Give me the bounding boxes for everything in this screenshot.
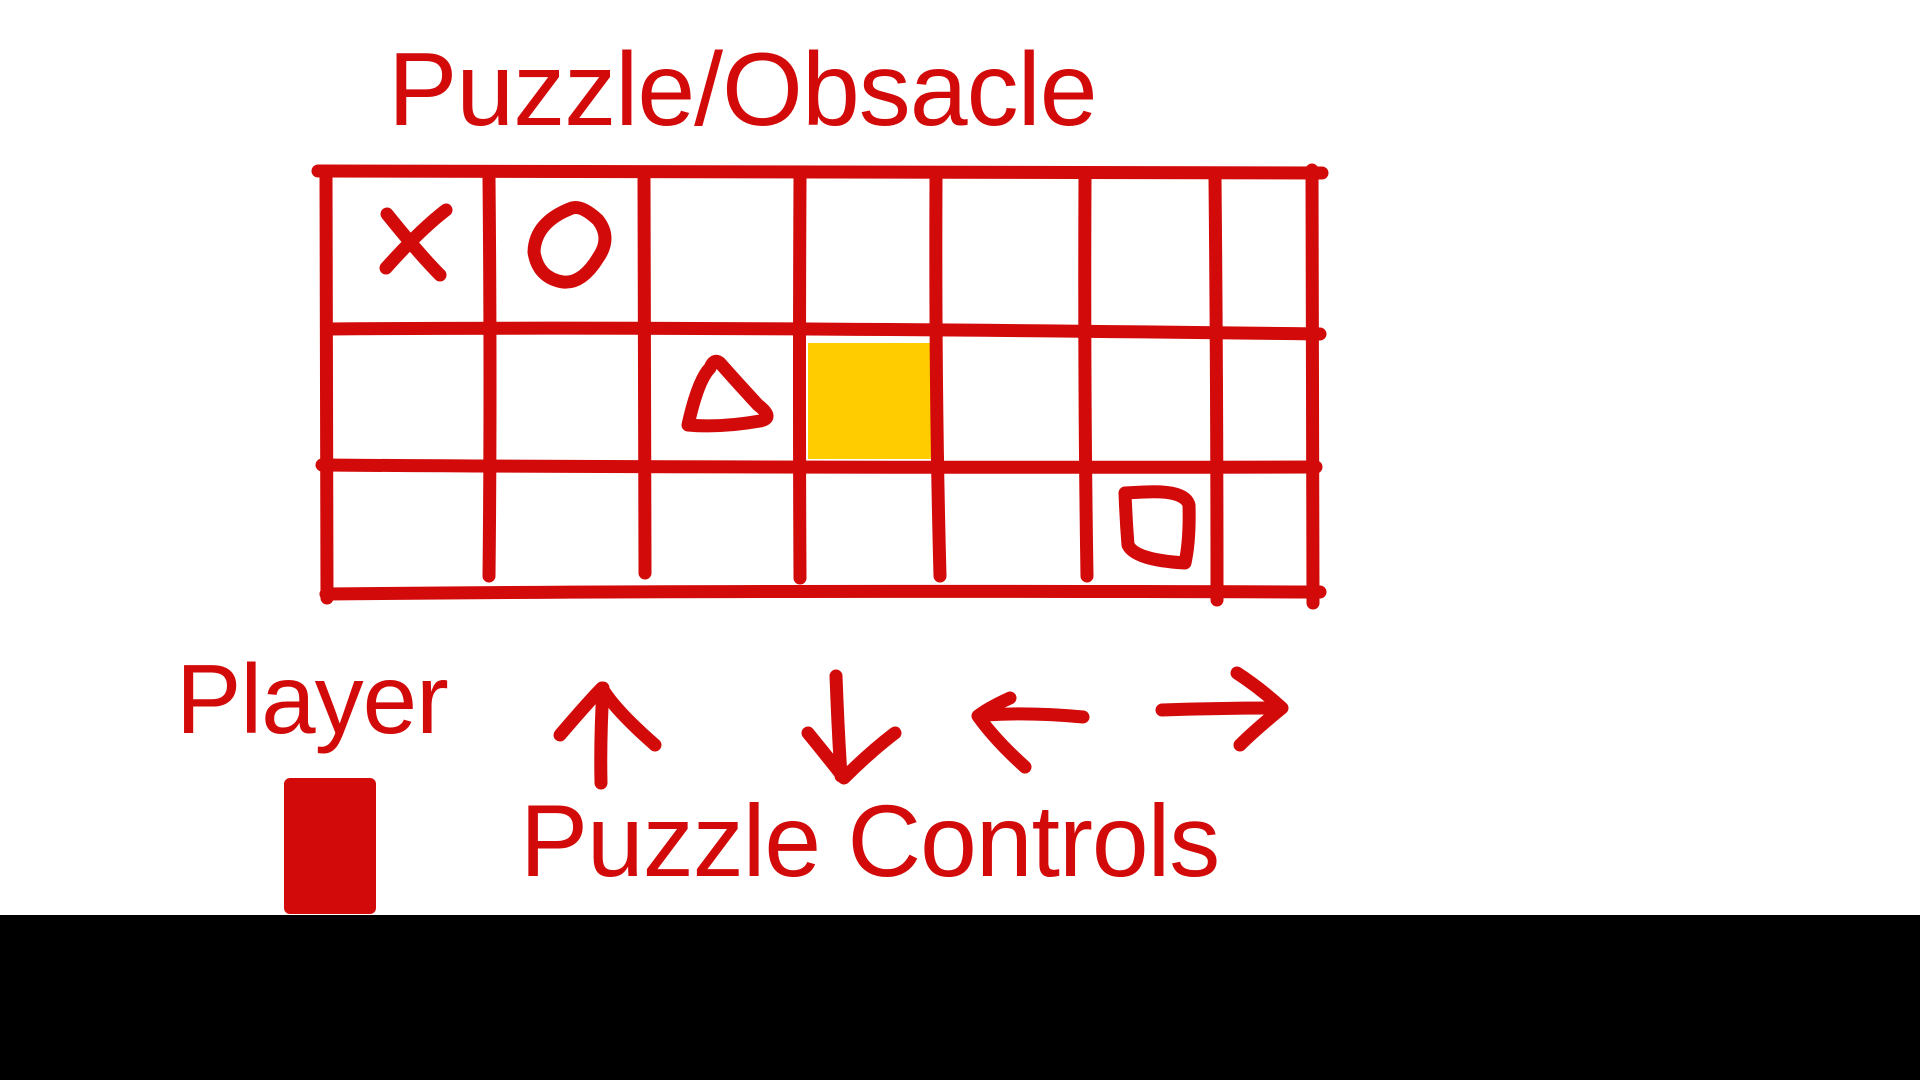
grid-line-h2 — [315, 458, 1323, 474]
puzzle-grid — [311, 163, 1329, 790]
square-icon — [1118, 485, 1196, 570]
grid-line-v0 — [319, 167, 334, 605]
circle-icon — [527, 201, 612, 289]
grid-line-bottom — [319, 584, 1327, 601]
page-title: Puzzle/Obsacle — [388, 32, 1098, 148]
controls-label: Puzzle Controls — [520, 784, 1220, 898]
grid-line-h1 — [323, 321, 1327, 341]
up-arrow-icon — [553, 681, 662, 790]
left-arrow-icon — [971, 691, 1090, 774]
triangle-icon — [681, 354, 774, 433]
grid-line-v5 — [1078, 171, 1094, 583]
grid-line-v7 — [1305, 163, 1320, 610]
grid-line-v6 — [1208, 171, 1224, 607]
right-arrow-icon — [1155, 666, 1289, 752]
grid-line-v3 — [793, 171, 807, 585]
player-block — [284, 778, 376, 914]
grid-line-v1 — [482, 171, 497, 583]
player-label: Player — [176, 644, 449, 754]
grid-line-top — [311, 164, 1329, 180]
grid-line-v4 — [929, 171, 947, 583]
grid-line-v2 — [637, 171, 652, 580]
x-icon — [379, 203, 453, 282]
down-arrow-icon — [801, 669, 902, 785]
ground-bar — [0, 915, 1920, 1080]
highlighted-cell — [808, 343, 936, 459]
